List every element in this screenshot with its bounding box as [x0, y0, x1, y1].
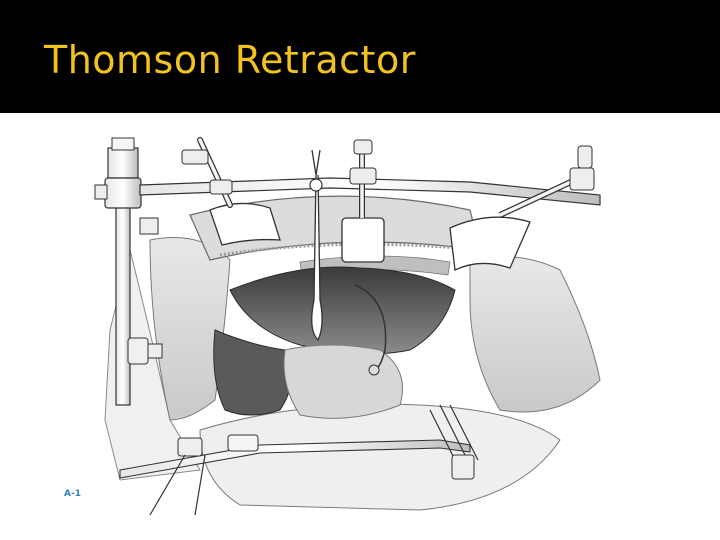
retractor-blade-right — [449, 216, 531, 271]
tissue-right — [469, 256, 601, 413]
cavity — [213, 329, 292, 416]
post-vertical — [115, 204, 131, 406]
figure-label: A-1 — [64, 489, 81, 499]
fat-pad — [283, 344, 403, 419]
fork-retractor — [311, 149, 323, 342]
frame-bar-top — [139, 177, 601, 206]
frame-bar-bottom — [119, 439, 471, 479]
title-bar: Thomson Retractor — [0, 0, 720, 113]
slide-title: Thomson Retractor — [44, 38, 416, 82]
retractor-blade-left — [209, 202, 281, 246]
retractor-illustration — [94, 137, 601, 516]
retractor-blade-center — [341, 217, 385, 263]
tissue-bottom — [199, 403, 561, 511]
liver — [229, 266, 456, 355]
